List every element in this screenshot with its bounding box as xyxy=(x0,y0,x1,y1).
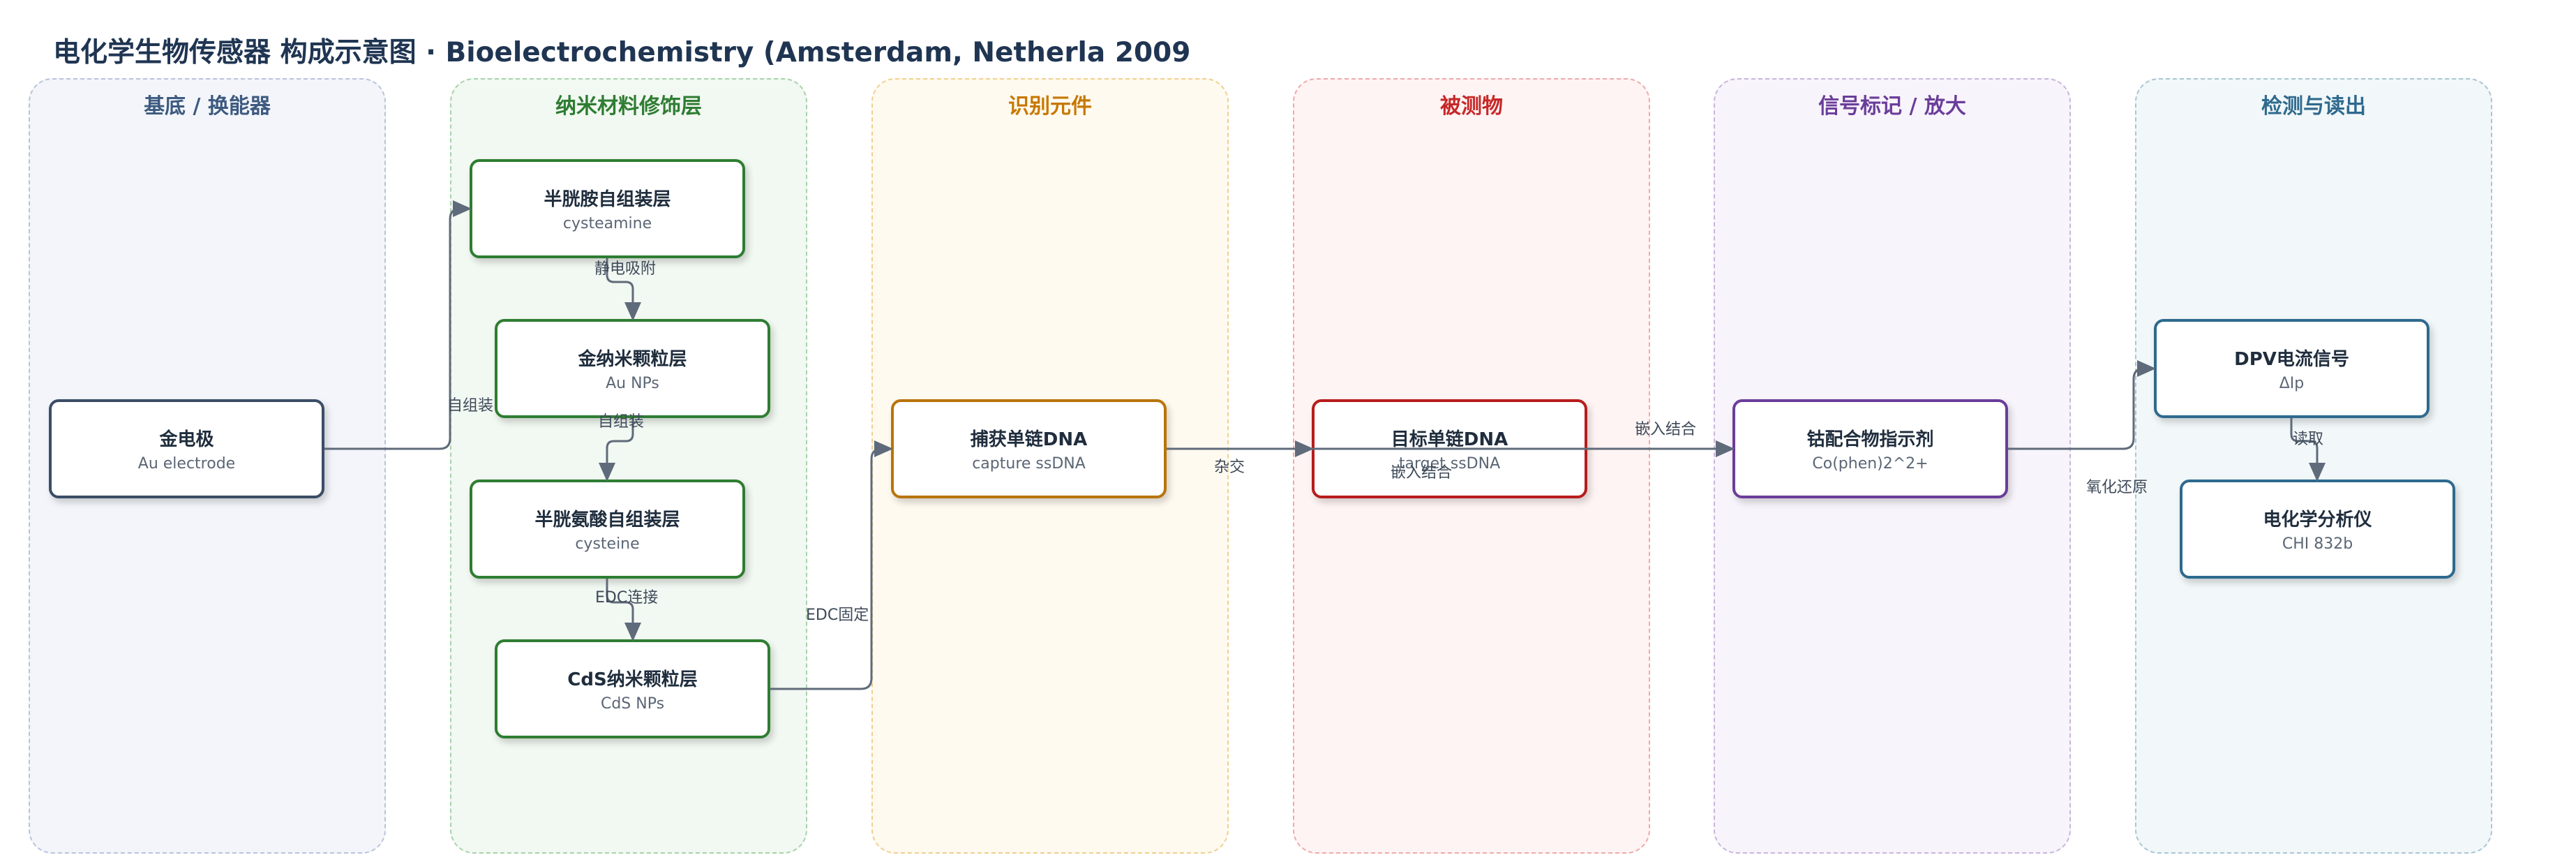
node-subtitle: CHI 832b xyxy=(2282,535,2353,553)
edge-dpv-to-analyzer xyxy=(2290,418,2326,482)
lane-title-nanomaterial: 纳米材料修饰层 xyxy=(555,94,702,119)
edge-cobalt-to-dpv xyxy=(2008,360,2156,450)
lane-title-recognition: 识别元件 xyxy=(1008,94,1092,119)
node-title: 半胱氨酸自组装层 xyxy=(534,510,680,530)
node-title: 半胱胺自组装层 xyxy=(544,189,671,210)
node-subtitle: target ssDNA xyxy=(1398,455,1501,473)
edge-electrode-to-cysteamine xyxy=(324,200,472,450)
edge-label-edc-fix: EDC固定 xyxy=(806,607,869,624)
node-title: 金纳米颗粒层 xyxy=(578,349,687,370)
edge-label-edc-link: EDC连接 xyxy=(595,589,659,607)
node-title: 钴配合物指示剂 xyxy=(1806,429,1934,450)
node-title: DPV电流信号 xyxy=(2234,349,2349,370)
node-subtitle: Au electrode xyxy=(137,455,236,473)
edge-label-self-assembly-2: 自组装 xyxy=(598,413,645,431)
lane-title-readout: 检测与读出 xyxy=(2261,94,2366,119)
lane-title-signal: 信号标记 / 放大 xyxy=(1818,94,1966,119)
node-title: 捕获单链DNA xyxy=(970,429,1088,450)
node-subtitle: capture ssDNA xyxy=(972,455,1086,473)
edge-cds-nps-to-capture-dna xyxy=(770,440,893,690)
node-subtitle: Co(phen)2^2+ xyxy=(1812,455,1929,473)
diagram-title: 电化学生物传感器 构成示意图 · Bioelectrochemistry (Am… xyxy=(53,37,1191,68)
edge-au-nps-to-cysteine xyxy=(599,418,634,482)
node-subtitle: CdS NPs xyxy=(600,695,665,713)
node-subtitle: cysteamine xyxy=(562,215,652,232)
edge-cysteamine-to-au-nps xyxy=(606,258,641,321)
edge-label-redox: 氧化还原 xyxy=(2086,479,2148,496)
node-analyzer: 电化学分析仪 CHI 832b xyxy=(2180,480,2455,579)
node-title: 目标单链DNA xyxy=(1391,429,1508,450)
node-subtitle: Au NPs xyxy=(606,375,659,392)
node-cysteamine: 半胱胺自组装层 cysteamine xyxy=(470,159,745,258)
node-au-nps: 金纳米颗粒层 Au NPs xyxy=(495,319,770,418)
lane-title-analyte: 被测物 xyxy=(1440,94,1503,119)
edge-label-self-assembly-1: 自组装 xyxy=(447,397,494,415)
node-cysteine: 半胱氨酸自组装层 cysteine xyxy=(470,480,745,579)
edge-label-intercalation-1: 嵌入结合 xyxy=(1391,464,1453,482)
node-gold-electrode: 金电极 Au electrode xyxy=(49,399,324,498)
edge-cysteine-to-cds-nps xyxy=(606,579,641,641)
edge-label-hybridization: 杂交 xyxy=(1214,459,1245,476)
node-title: 电化学分析仪 xyxy=(2263,510,2372,530)
node-cds-nps: CdS纳米颗粒层 CdS NPs xyxy=(495,639,770,738)
lane-title-substrate: 基底 / 换能器 xyxy=(144,94,271,119)
node-title: CdS纳米颗粒层 xyxy=(567,669,698,690)
edge-label-intercalation-2: 嵌入结合 xyxy=(1635,421,1697,438)
node-title: 金电极 xyxy=(159,429,214,450)
node-subtitle: cysteine xyxy=(575,535,640,553)
node-subtitle: ΔIp xyxy=(2279,375,2305,392)
edge-label-readout: 读取 xyxy=(2293,431,2324,448)
edge-label-electrostatic: 静电吸附 xyxy=(594,260,657,278)
